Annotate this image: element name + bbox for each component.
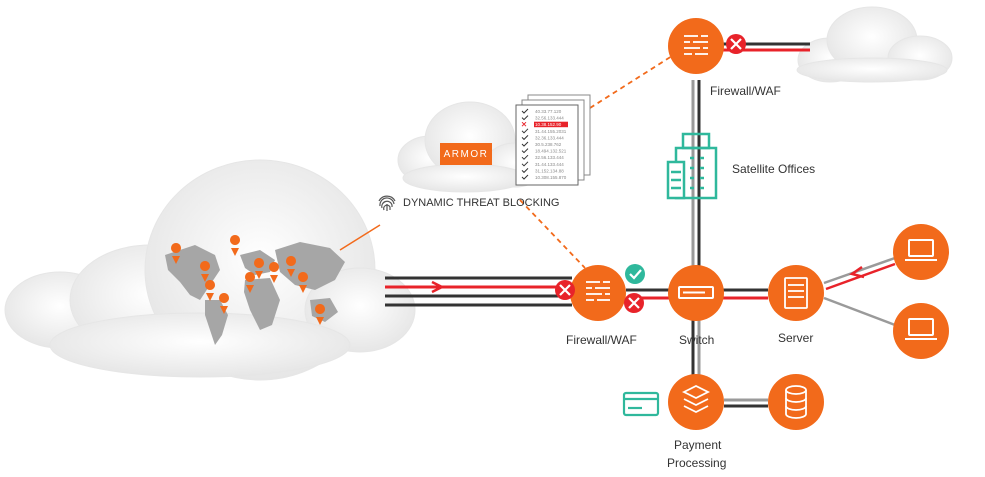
switch-server-link — [722, 288, 768, 300]
vertical-trunk — [691, 80, 701, 268]
blocklist-entry: 40.33.77.120 — [535, 109, 562, 114]
x-mark-icon — [521, 121, 527, 127]
payment-label-line1: Payment — [674, 438, 722, 452]
threat-intel-links — [519, 55, 673, 269]
server-node[interactable] — [768, 265, 824, 321]
switch-payment-link — [691, 320, 701, 376]
check-mark-icon — [521, 115, 529, 121]
map-pin-icon — [171, 243, 182, 264]
threat-arrow-icon — [849, 265, 865, 279]
cloud-link — [339, 224, 381, 251]
threat-arrow-icon — [431, 280, 445, 294]
check-mark-icon — [521, 108, 529, 114]
blocklist-entry: 31.44.155.2031 — [535, 129, 567, 134]
map-pin-icon — [298, 272, 309, 293]
fingerprint-icon — [378, 195, 396, 211]
map-pin-icon — [269, 262, 280, 283]
laptop-node-bottom[interactable] — [893, 303, 949, 359]
top-firewall-node[interactable] — [668, 18, 724, 74]
building-icon — [666, 132, 718, 200]
check-mark-icon — [521, 154, 529, 160]
main-firewall-node[interactable] — [570, 265, 626, 321]
switch-icon — [678, 286, 714, 299]
switch-label: Switch — [679, 333, 715, 347]
check-mark-icon — [521, 168, 529, 174]
blocklist-entry: 32.56.133.444 — [535, 116, 564, 121]
dynamic-threat-blocking-label: DYNAMIC THREAT BLOCKING — [403, 197, 560, 209]
map-pin-icon — [200, 261, 211, 282]
blocklist-entry: 31.152.134.88 — [535, 168, 564, 173]
blocklist-entry: 30.5.238.762 — [535, 142, 562, 147]
firewall-icon — [586, 281, 610, 301]
firewall-icon — [684, 35, 708, 55]
blocked-entry-highlight — [534, 121, 568, 128]
map-pin-icon — [286, 256, 297, 277]
map-pin-icon — [315, 304, 326, 325]
blocklist-entry: 32.36.133.444 — [535, 135, 564, 140]
blocklist-entry: 10.38.152.90 — [535, 122, 562, 127]
x-circle-icon — [726, 34, 746, 54]
laptop-icon — [905, 318, 937, 340]
server-icon — [784, 277, 808, 309]
check-circle-icon — [625, 264, 645, 284]
main-firewall-label: Firewall/WAF — [566, 333, 637, 347]
internet-link — [385, 276, 572, 307]
map-pin-icon — [205, 279, 216, 301]
map-pin-icon — [254, 258, 265, 279]
switch-node[interactable] — [668, 265, 724, 321]
laptop-icon — [905, 239, 937, 261]
payment-label-line2: Processing — [667, 456, 727, 470]
check-mark-icon — [521, 161, 529, 167]
dynamic-threat-blocking: DYNAMIC THREAT BLOCKING — [376, 192, 559, 214]
check-mark-icon — [521, 128, 529, 134]
armor-logo: ARMOR — [440, 143, 492, 165]
blocklist-entry: 32.56.133.444 — [535, 155, 564, 160]
payment-database-link — [724, 398, 768, 408]
check-mark-icon — [521, 135, 529, 141]
check-mark-icon — [521, 174, 529, 180]
database-node[interactable] — [768, 374, 824, 430]
top-right-cloud — [796, 6, 953, 83]
payment-processing-node[interactable] — [668, 374, 724, 430]
x-circle-icon — [555, 280, 575, 300]
blocklist-entry: 31.44.133.444 — [535, 162, 564, 167]
server-label: Server — [778, 331, 814, 345]
map-pins — [171, 234, 326, 325]
top-firewall-label: Firewall/WAF — [710, 84, 781, 98]
map-pin-icon — [230, 234, 241, 256]
satellite-offices-label: Satellite Offices — [732, 162, 816, 176]
laptop-node-top[interactable] — [893, 224, 949, 280]
credit-card-icon — [622, 391, 660, 417]
x-circle-icon — [624, 293, 644, 313]
map-pin-icon — [245, 272, 256, 293]
blocklist-entry: 18.494.132.521 — [535, 149, 567, 154]
layers-icon — [681, 384, 711, 414]
check-mark-icon — [521, 141, 529, 147]
blocklist-document: 40.33.77.12032.56.133.44410.38.152.9031.… — [515, 94, 591, 186]
database-icon — [785, 385, 807, 419]
map-pin-icon — [219, 293, 230, 314]
check-mark-icon — [521, 148, 529, 154]
blocklist-entry: 10.308.155.870 — [535, 175, 567, 180]
